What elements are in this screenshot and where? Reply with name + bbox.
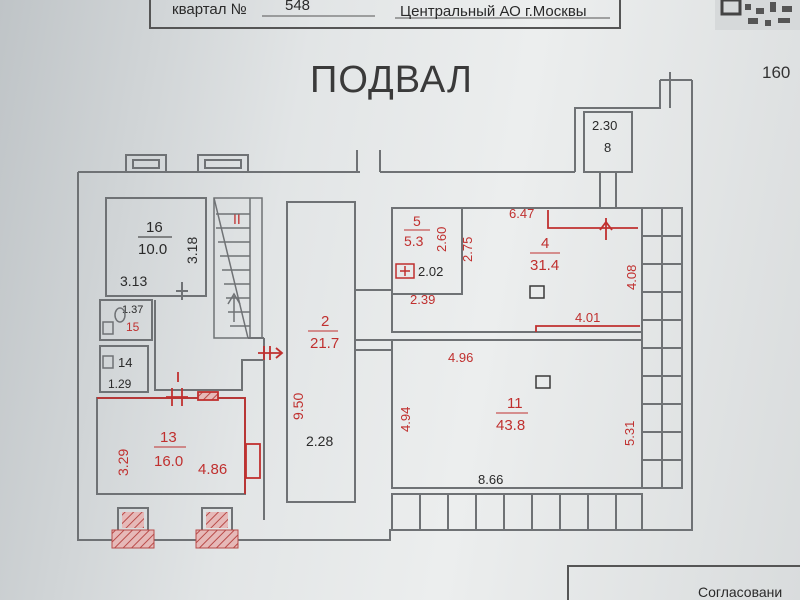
room-11-outline (391, 339, 643, 489)
dim-6-47: 6.47 (509, 206, 534, 221)
room-16-outline (105, 197, 207, 297)
room-5-area: 5.3 (404, 233, 424, 249)
dim-2-02: 2.02 (418, 264, 443, 279)
room-13-number: 13 (160, 429, 177, 446)
dim-4-94: 4.94 (398, 407, 413, 432)
right-steps (641, 207, 683, 489)
dim-2-28: 2.28 (306, 433, 333, 449)
dim-1-37: 1.37 (122, 304, 143, 316)
room-14-outline (99, 345, 149, 393)
column-icon (529, 285, 545, 299)
plan-title: ПОДВАЛ (310, 59, 473, 101)
dim-8-66: 8.66 (478, 472, 503, 487)
room-5-outline (391, 207, 463, 295)
dim-5-31: 5.31 (622, 421, 637, 446)
sink-icon (102, 321, 114, 335)
dim-3-29: 3.29 (115, 449, 131, 476)
room-11-number: 11 (507, 395, 523, 412)
page-number: 160 (762, 63, 790, 82)
sink-icon-2 (102, 355, 114, 369)
room-2-outline (286, 201, 356, 503)
room-14-number: 14 (118, 355, 132, 370)
header-box: квартал № 548 Центральный АО г.Москвы (149, 0, 621, 29)
column-icon-2 (535, 375, 551, 389)
room-13-area: 16.0 (154, 453, 183, 470)
dim-4-86: 4.86 (198, 461, 227, 478)
dim-4-01: 4.01 (575, 310, 600, 325)
staircase-label: II (233, 211, 241, 227)
room-16-number: 16 (146, 219, 163, 236)
block-number: 548 (285, 0, 310, 14)
dim-2-39: 2.39 (410, 292, 435, 307)
room-8-number: 8 (604, 140, 611, 155)
room-15-number: 15 (126, 320, 140, 334)
dim-4-96: 4.96 (448, 350, 473, 365)
room-11-area: 43.8 (496, 417, 525, 434)
lobby-walls (154, 282, 265, 520)
room-8-outline (583, 111, 633, 173)
qr-code-icon (715, 0, 800, 30)
window-niches (125, 150, 381, 173)
room-2-number: 2 (321, 313, 329, 330)
dim-1-29: 1.29 (108, 377, 132, 391)
approval-label: Согласовани (698, 584, 782, 600)
toilet-icon (114, 307, 126, 323)
corridor-links (355, 289, 392, 351)
room-4-area: 31.4 (530, 257, 559, 274)
room-8-corridor (599, 172, 617, 208)
bottom-steps (391, 493, 643, 531)
room-5-number: 5 (413, 213, 421, 229)
room-2-area: 21.7 (310, 335, 339, 352)
room-4-number: 4 (541, 235, 549, 252)
room-2-door-marker (258, 346, 284, 360)
dim-2-60: 2.60 (434, 227, 449, 252)
block-label: квартал № (172, 1, 247, 18)
room-4-red-markings (535, 210, 640, 332)
room-5-red-box (395, 263, 415, 279)
dim-4-08: 4.08 (624, 265, 639, 290)
dim-3-18: 3.18 (184, 237, 200, 264)
dim-2-30: 2.30 (592, 118, 617, 133)
room-15-outline (99, 299, 153, 341)
room-13-outline (96, 397, 246, 495)
room-13-red-markings (97, 372, 261, 494)
dim-3-13: 3.13 (120, 273, 147, 289)
district-name: Центральный АО г.Москвы (400, 3, 587, 20)
staircase-ii (213, 197, 263, 339)
room-16-area: 10.0 (138, 241, 167, 258)
dim-2-75: 2.75 (460, 237, 475, 262)
dim-9-50: 9.50 (290, 393, 306, 420)
bottom-light-wells (111, 507, 239, 549)
room-4-outline (391, 207, 643, 333)
approval-box: Согласовани (567, 565, 800, 600)
